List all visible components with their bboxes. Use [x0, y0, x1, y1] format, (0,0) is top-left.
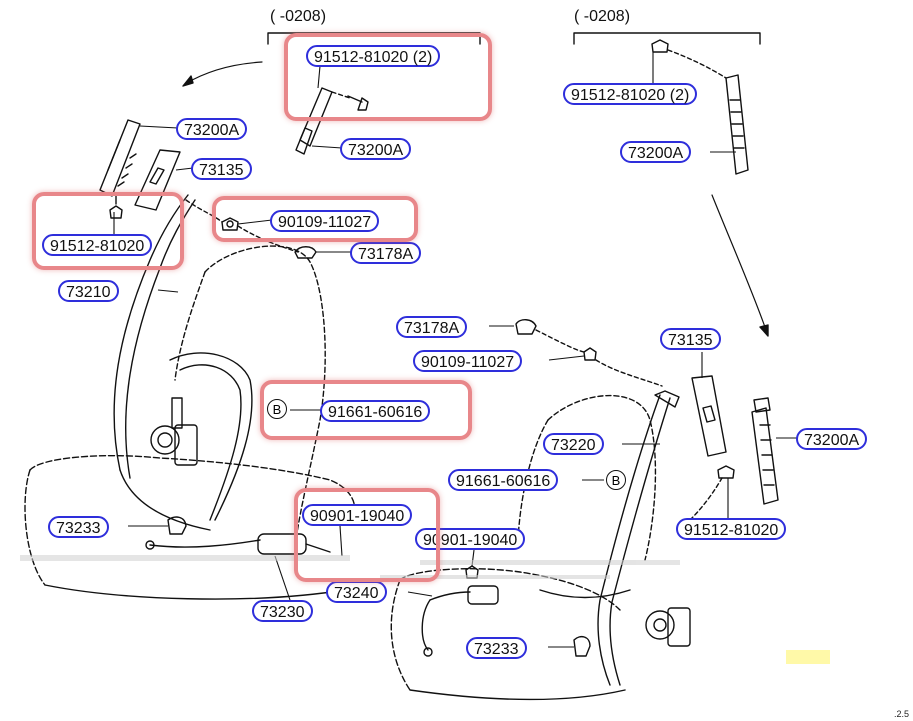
part-label[interactable]: 73210 [58, 280, 119, 302]
part-label[interactable]: 91661-60616 [320, 400, 431, 422]
part-label[interactable]: 91512-81020 (2) [563, 83, 698, 105]
part-label[interactable]: 73135 [191, 158, 252, 180]
highlight-box [284, 33, 492, 121]
part-label[interactable]: 73233 [48, 516, 109, 538]
part-label[interactable]: 91661-60616 [448, 469, 559, 491]
ref-marker-b: B [606, 470, 626, 490]
part-label[interactable]: 91512-81020 (2) [306, 45, 441, 67]
part-label[interactable]: 90901-19040 [415, 528, 526, 550]
corner-text: .2.5 [893, 709, 909, 719]
part-label[interactable]: 73233 [466, 637, 527, 659]
highlight-box [32, 192, 184, 270]
ref-marker-b: B [267, 399, 287, 419]
yellow-mark [786, 650, 830, 664]
part-label[interactable]: 73200A [176, 118, 248, 140]
part-label[interactable]: 73178A [350, 242, 422, 264]
part-label[interactable]: 90901-19040 [302, 504, 413, 526]
header-right: ( -0208) [574, 8, 631, 25]
part-label[interactable]: 73200A [340, 138, 412, 160]
part-label[interactable]: 73178A [396, 316, 468, 338]
part-label[interactable]: 73240 [326, 581, 387, 603]
part-label[interactable]: 91512-81020 [676, 518, 787, 540]
part-label[interactable]: 90109-11027 [413, 350, 523, 372]
part-label[interactable]: 73220 [543, 433, 604, 455]
highlight-box [294, 488, 440, 582]
part-label[interactable]: 73230 [252, 600, 313, 622]
highlight-box [260, 380, 472, 440]
part-label[interactable]: 73200A [796, 428, 868, 450]
highlight-box [212, 196, 418, 242]
part-label[interactable]: 91512-81020 [42, 234, 153, 256]
header-left: ( -0208) [270, 8, 327, 25]
part-label[interactable]: 73135 [660, 328, 721, 350]
part-label[interactable]: 90109-11027 [270, 210, 380, 232]
part-label[interactable]: 73200A [620, 141, 692, 163]
